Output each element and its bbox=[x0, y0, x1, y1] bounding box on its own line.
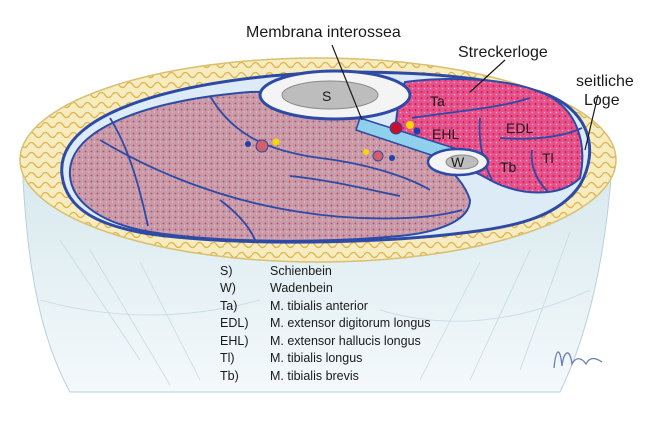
legend-key: S) bbox=[220, 263, 233, 278]
tibia-marrow bbox=[281, 80, 379, 110]
legend-key: Tb) bbox=[220, 368, 239, 383]
callout-lines bbox=[331, 44, 599, 151]
legend-value: M. tibialis brevis bbox=[270, 368, 359, 383]
legend-key: Tl) bbox=[220, 351, 235, 366]
legend-row: Tl) M. tibialis longus bbox=[220, 350, 570, 368]
legend-value: Wadenbein bbox=[270, 281, 333, 296]
artist-signature bbox=[553, 351, 603, 369]
label-Ta: Ta bbox=[430, 93, 445, 109]
legend-row: W) Wadenbein bbox=[220, 280, 570, 298]
callout-membrana-interossea: Membrana interossea bbox=[246, 24, 401, 41]
posterior-tibial-bundle bbox=[245, 138, 280, 153]
label-Tl: Tl bbox=[542, 150, 554, 166]
legend-row: Tb) M. tibialis brevis bbox=[220, 367, 570, 385]
legend-key: W) bbox=[220, 281, 236, 296]
legend-row: Ta) M. tibialis anterior bbox=[220, 297, 570, 315]
legend-row: EHL) M. extensor hallucis longus bbox=[220, 332, 570, 350]
fibula-marrow bbox=[445, 154, 479, 170]
label-EDL: EDL bbox=[506, 120, 533, 136]
callout-streckerloge: Streckerloge bbox=[458, 44, 548, 61]
callout-seitliche: seitliche bbox=[576, 73, 634, 90]
peroneal-bundle bbox=[363, 149, 395, 162]
legend-value: M. tibialis longus bbox=[270, 351, 363, 366]
legend-key: EDL) bbox=[220, 316, 249, 331]
posterior-muscle-septa bbox=[99, 95, 463, 241]
legend-key: Ta) bbox=[220, 298, 238, 313]
side-wall-hatching bbox=[39, 231, 591, 386]
legend: S) Schienbein W) Wadenbein Ta) M. tibial… bbox=[220, 262, 570, 385]
legend-value: M. tibialis anterior bbox=[270, 298, 368, 313]
legend-value: Schienbein bbox=[270, 263, 332, 278]
label-EHL: EHL bbox=[432, 126, 459, 142]
legend-value: M. extensor digitorum longus bbox=[270, 316, 431, 331]
callout-loge: Loge bbox=[584, 92, 620, 109]
legend-key: EHL) bbox=[220, 333, 249, 348]
label-S: S bbox=[322, 88, 331, 104]
legend-value: M. extensor hallucis longus bbox=[270, 333, 421, 348]
label-Tb: Tb bbox=[500, 159, 517, 175]
legend-row: S) Schienbein bbox=[220, 262, 570, 280]
legend-row: EDL) M. extensor digitorum longus bbox=[220, 315, 570, 333]
anterior-compartment-septa bbox=[411, 97, 583, 193]
label-W: W bbox=[451, 154, 465, 170]
anterior-neurovascular-bundle bbox=[389, 121, 421, 135]
